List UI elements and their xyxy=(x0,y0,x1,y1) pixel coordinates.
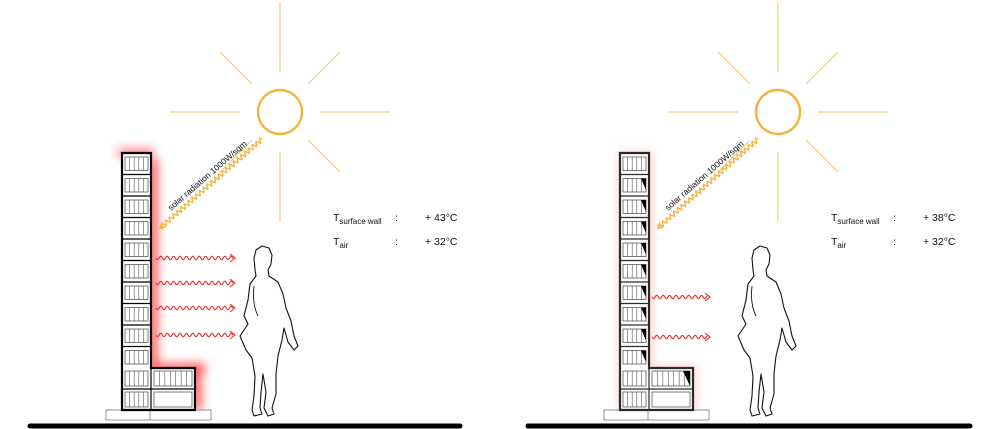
heat-wave-icon xyxy=(651,334,709,340)
person-arm xyxy=(253,285,259,317)
wall-plinth xyxy=(603,409,710,421)
radiation-arrowhead xyxy=(158,222,167,229)
shading-fin xyxy=(683,371,690,386)
heat-wave-arrowhead xyxy=(704,332,711,342)
sun-ray xyxy=(307,139,341,173)
heat-wave-icon xyxy=(155,255,234,261)
heat-wave-icon xyxy=(155,332,234,338)
temperature-legend: Tsurface wall : + 38°C Tair : + 32°C xyxy=(831,213,981,253)
surface-subscript: surface wall xyxy=(339,217,382,226)
person-silhouette-icon xyxy=(239,245,299,417)
sun-ray xyxy=(219,139,253,173)
surface-symbol: T xyxy=(831,212,838,224)
shading-fin xyxy=(641,200,646,212)
shading-fin xyxy=(641,286,646,298)
air-temp-value: + 32°C xyxy=(425,236,458,248)
panel-right-drawing: solar radiation 1000W/sqm xyxy=(525,2,973,429)
air-separator: : xyxy=(395,236,398,248)
person-outline xyxy=(239,245,299,417)
sun-ray xyxy=(717,51,751,85)
heat-wave-arrowhead xyxy=(704,292,711,302)
air-symbol: T xyxy=(831,236,838,248)
sun-icon xyxy=(170,2,390,222)
air-separator: : xyxy=(893,236,896,248)
radiation-wave xyxy=(657,137,759,229)
person-outline xyxy=(737,245,797,417)
shading-fin xyxy=(641,221,646,233)
heat-wave-arrowhead xyxy=(229,278,236,288)
wall-icon xyxy=(105,151,212,421)
air-symbol: T xyxy=(333,236,340,248)
sun-ray xyxy=(805,139,839,173)
heat-wave-icon xyxy=(651,294,709,300)
surface-separator: : xyxy=(395,212,398,224)
shading-fin xyxy=(641,350,646,362)
heat-wave-icon xyxy=(155,305,234,311)
surface-temp-value: + 43°C xyxy=(425,212,458,224)
radiation-arrowhead xyxy=(656,222,665,229)
sun-disc xyxy=(256,88,304,136)
heat-wave-arrowhead xyxy=(229,303,236,313)
panel-shaded-wall: solar radiation 1000W/sqm Tsurface wall … xyxy=(500,0,1000,429)
air-temp-value: + 32°C xyxy=(923,236,956,248)
person-arm xyxy=(751,285,757,317)
solar-radiation-arrow xyxy=(656,137,759,229)
wall-plinth xyxy=(105,409,212,421)
panel-unshaded-wall: solar radiation 1000W/sqm Tsurface wall … xyxy=(27,2,483,429)
sun-ray xyxy=(805,51,839,85)
sun-ray xyxy=(717,139,751,173)
surface-separator: : xyxy=(893,212,896,224)
heat-wave-arrowhead xyxy=(229,330,236,340)
solar-radiation-arrow xyxy=(158,137,263,230)
shading-fin xyxy=(641,307,646,319)
sun-ray xyxy=(219,51,253,85)
sun-disc xyxy=(754,88,802,136)
surface-symbol: T xyxy=(333,212,340,224)
radiation-wave xyxy=(160,137,263,230)
air-subscript: air xyxy=(837,241,847,250)
radiation-label: solar radiation 1000W/sqm xyxy=(663,139,746,213)
air-subscript: air xyxy=(339,241,349,250)
heat-wave-icon xyxy=(155,280,234,286)
shading-fin xyxy=(641,243,646,255)
shading-fin xyxy=(641,329,646,341)
radiation-label: solar radiation 1000W/sqm xyxy=(166,139,249,213)
temperature-legend: Tsurface wall : + 43°C Tair : + 32°C xyxy=(333,213,483,253)
wall-icon xyxy=(603,151,710,421)
sun-icon xyxy=(668,2,888,222)
shading-fin xyxy=(641,264,646,276)
heat-wave-arrowhead xyxy=(229,253,236,263)
heat-waves xyxy=(155,253,236,340)
shading-fin xyxy=(641,178,646,190)
surface-subscript: surface wall xyxy=(837,217,880,226)
surface-temp-value: + 38°C xyxy=(923,212,956,224)
person-silhouette-icon xyxy=(737,245,797,417)
heat-waves xyxy=(651,292,711,342)
sun-ray xyxy=(307,51,341,85)
panel-left-drawing: solar radiation 1000W/sqm xyxy=(27,2,463,429)
